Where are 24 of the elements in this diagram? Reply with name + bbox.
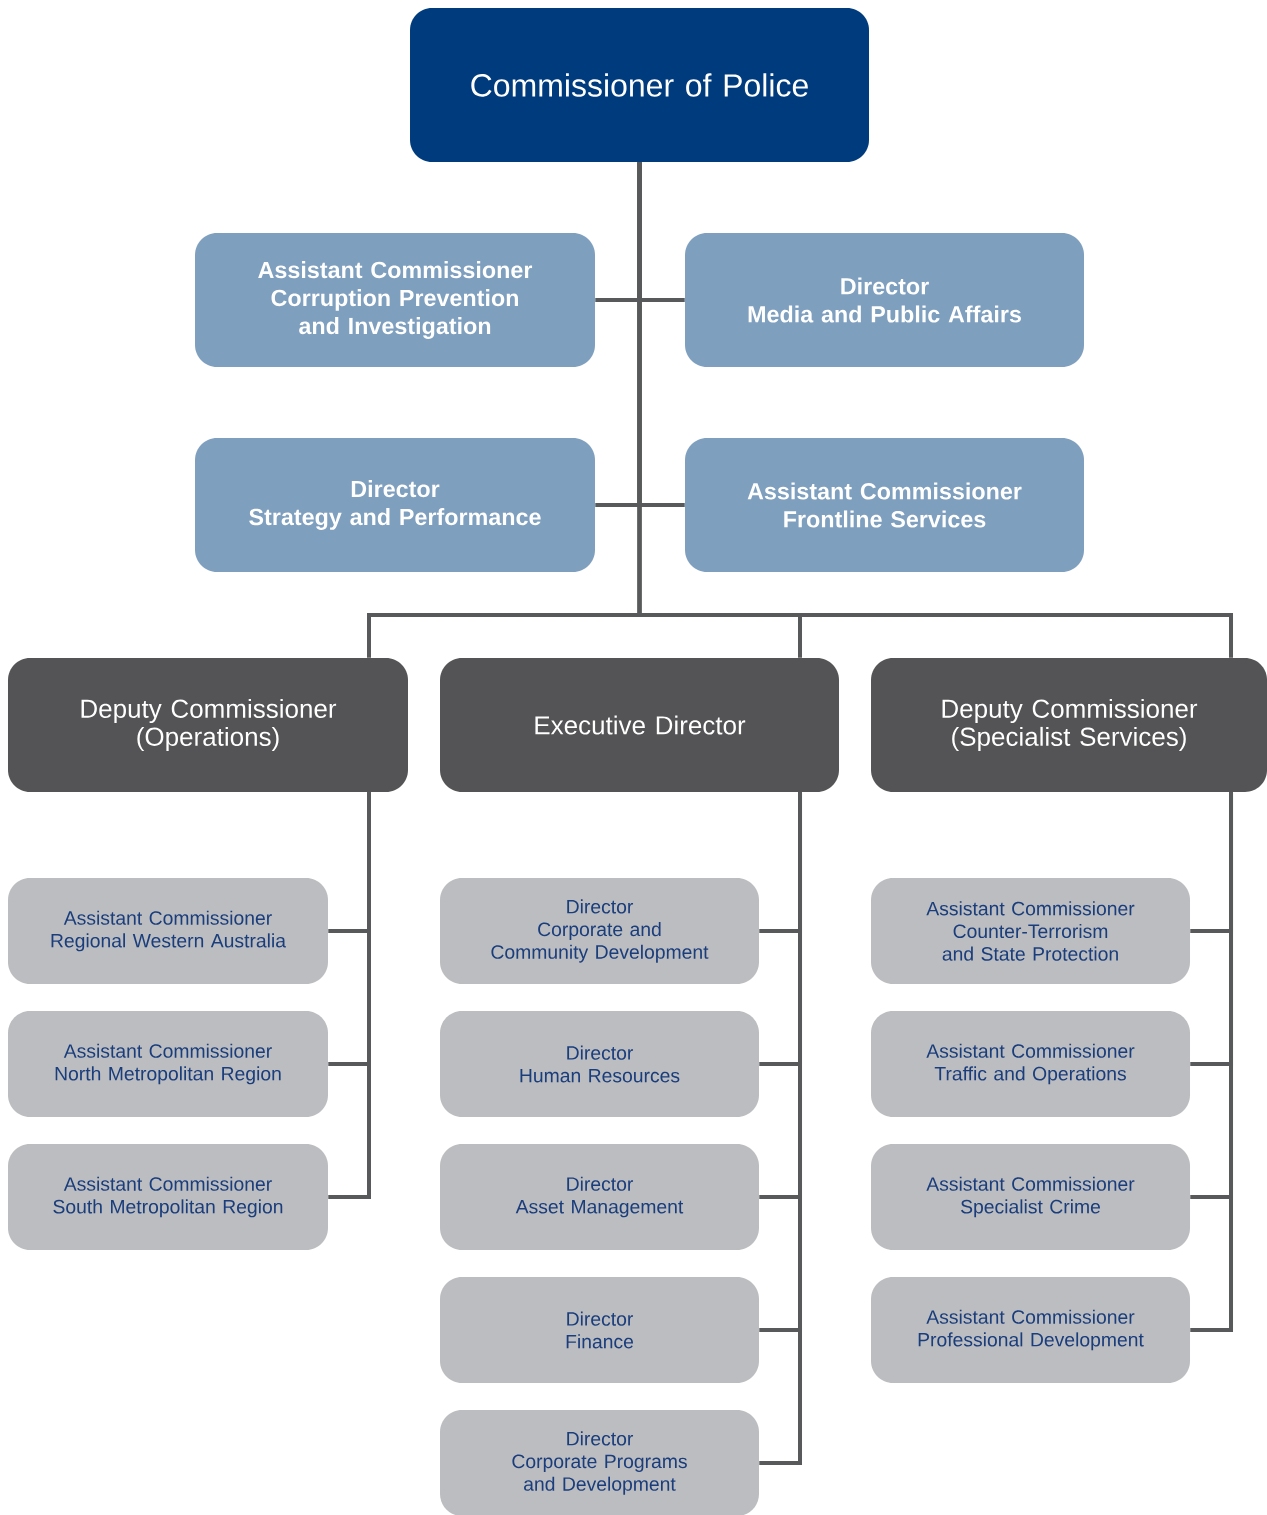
role-box: Executive Director [440,658,839,792]
role-box: Director Finance [440,1277,759,1383]
role-box: Director Corporate and Community Development [440,878,759,984]
connector-line [328,792,371,1199]
connector-line [1190,792,1233,1332]
role-box: Deputy Commissioner (Operations) [8,658,408,792]
role-box: Commissioner of Police [410,8,869,162]
role-box: Assistant Commissioner Regional Western Australia [8,878,328,984]
role-box: Assistant Commissioner Corruption Prevention and Investigation [195,233,595,367]
role-box: Assistant Commissioner South Metropolitan Region [8,1144,328,1250]
connector-line [637,162,1233,658]
role-box: Deputy Commissioner (Specialist Services) [871,658,1267,792]
role-box: Assistant Commissioner Professional Development [871,1277,1190,1383]
role-box: Director Strategy and Performance [195,438,595,572]
role-box: Director Media and Public Affairs [685,233,1084,367]
role-box: Director Asset Management [440,1144,759,1250]
role-box: Assistant Commissioner Frontline Services [685,438,1084,572]
role-box: Assistant Commissioner Counter-Terrorism and State Protection [871,878,1190,984]
role-box: Assistant Commissioner North Metropolitan Region [8,1011,328,1117]
role-box: Assistant Commissioner Traffic and Operations [871,1011,1190,1117]
role-box: Director Human Resources [440,1011,759,1117]
role-box: Director Corporate Programs and Development [440,1410,759,1515]
connector-line [759,792,802,1465]
role-box: Assistant Commissioner Specialist Crime [871,1144,1190,1250]
